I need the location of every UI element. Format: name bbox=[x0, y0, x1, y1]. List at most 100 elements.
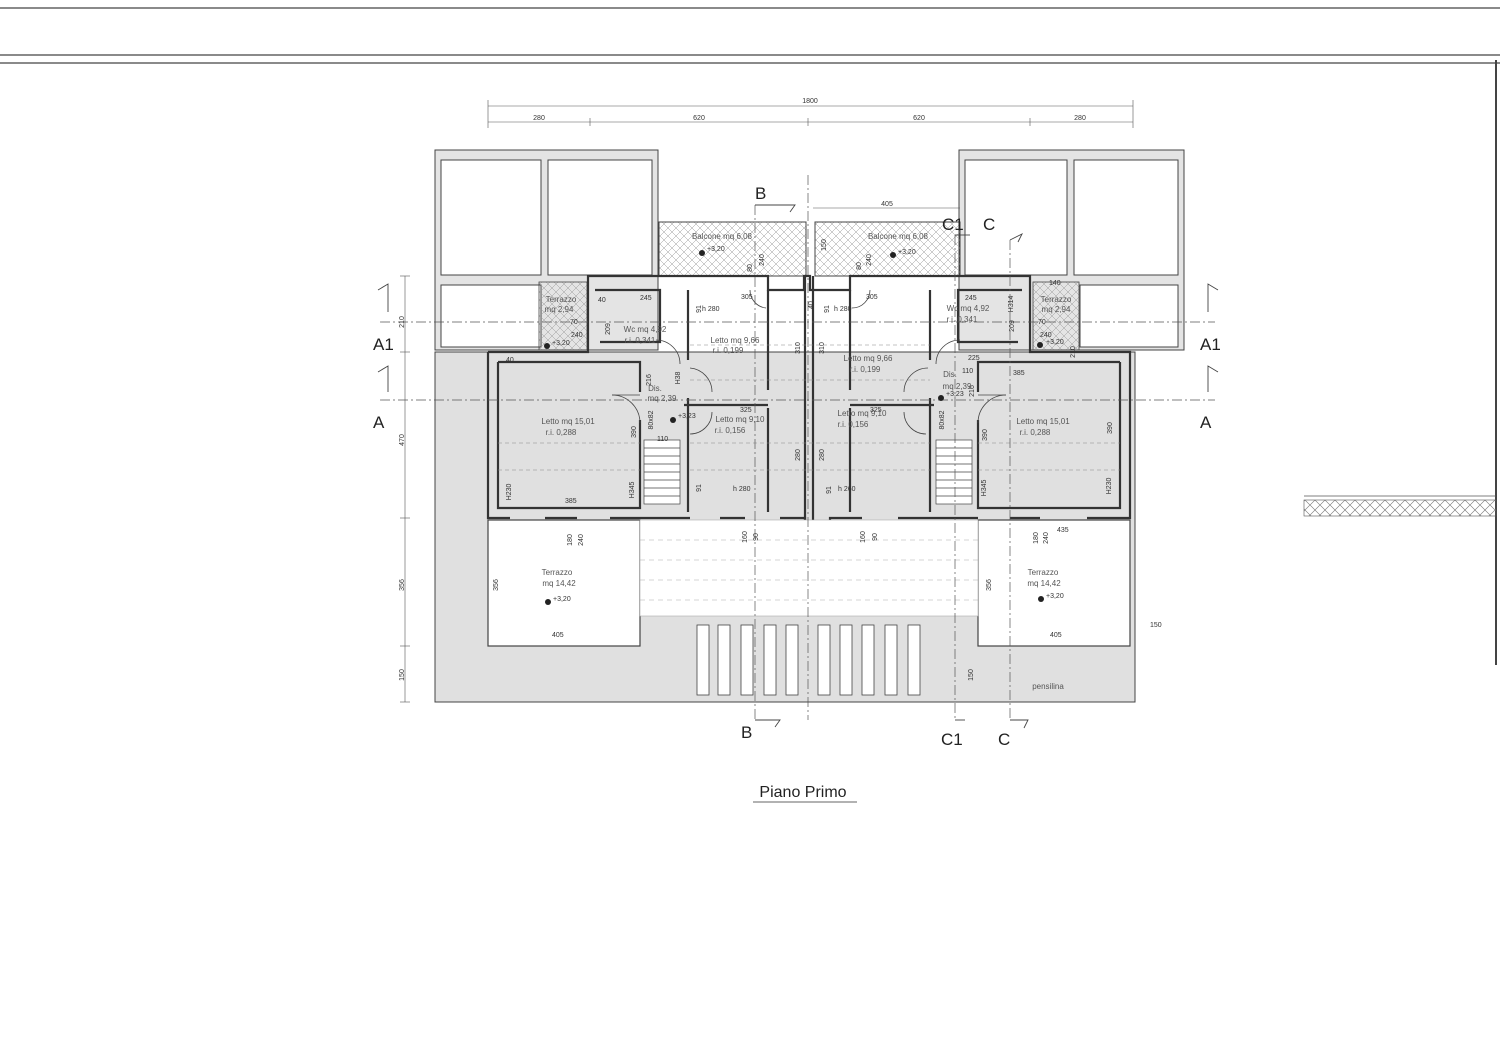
level-balcone-left: +3,20 bbox=[707, 246, 725, 253]
level-markers: +3,20 +3,20 +3,20 +3,20 +3,23 +3,23 +3,2… bbox=[544, 246, 1064, 605]
dim-80-vr: 80 bbox=[856, 262, 863, 270]
room-terrazzo-small-left-area: mq 2,94 bbox=[545, 305, 574, 314]
dim-405-l: 405 bbox=[552, 632, 564, 639]
dim-620-right: 620 bbox=[913, 115, 925, 122]
sheet-frame bbox=[0, 7, 1500, 64]
dim-40-l2: 40 bbox=[506, 357, 514, 364]
h280-r: h 280 bbox=[834, 306, 852, 313]
room-letto910-left-ri: r.i. 0,156 bbox=[715, 426, 746, 435]
room-letto966-left: Letto mq 9,66 bbox=[711, 336, 760, 345]
dim-356-v: 356 bbox=[399, 579, 406, 591]
room-terrazzo-big-right-area: mq 14,42 bbox=[1027, 579, 1061, 588]
dim-90-vl: 90 bbox=[753, 533, 760, 541]
dim-405-top: 405 bbox=[881, 201, 893, 208]
dim-91-vr1: 91 bbox=[824, 305, 831, 313]
h345-r: H345 bbox=[981, 480, 988, 497]
level-terr-small-right: +3,20 bbox=[1046, 339, 1064, 346]
stairs bbox=[643, 439, 973, 505]
dim-240-vbr: 240 bbox=[1043, 532, 1050, 544]
dim-70-l: 70 bbox=[570, 319, 578, 326]
dim-390-vr2: 390 bbox=[1107, 422, 1114, 434]
section-b-bottom: B bbox=[741, 723, 752, 742]
dim-150-v: 150 bbox=[399, 669, 406, 681]
room-letto1501-left-ri: r.i. 0,288 bbox=[546, 428, 577, 437]
dim-435-r: 435 bbox=[1057, 527, 1069, 534]
dim-280-left: 280 bbox=[533, 115, 545, 122]
r8082-l: 80x82 bbox=[648, 410, 655, 429]
dim-390-vl: 390 bbox=[631, 426, 638, 438]
dim-240-vbl: 240 bbox=[578, 534, 585, 546]
room-letto910-right: Letto mq 9,10 bbox=[838, 409, 887, 418]
parking-stalls bbox=[696, 624, 921, 696]
dim-160-vl: 160 bbox=[742, 531, 749, 543]
dim-240-l: 240 bbox=[571, 332, 583, 339]
h280-l: h 280 bbox=[702, 306, 720, 313]
h345-l: H345 bbox=[629, 482, 636, 499]
room-dis-right-area: mq 2,39 bbox=[943, 382, 972, 391]
dim-240-vr: 240 bbox=[866, 254, 873, 266]
dim-total: 1800 bbox=[802, 98, 818, 105]
dim-70-r: 70 bbox=[1038, 319, 1046, 326]
dim-240-vl: 240 bbox=[759, 254, 766, 266]
h314-r: H314 bbox=[1008, 296, 1015, 313]
dim-245-l: 245 bbox=[640, 295, 652, 302]
balconies bbox=[538, 221, 1080, 351]
level-terr-big-right: +3,20 bbox=[1046, 593, 1064, 600]
level-balcone-right: +3,20 bbox=[898, 249, 916, 256]
section-letters: A1 A A1 A B B C1 C C1 C bbox=[373, 184, 1221, 749]
room-wc-right: Wc mq 4,92 bbox=[947, 304, 990, 313]
dim-91-vl1: 91 bbox=[696, 305, 703, 313]
dimension-lines bbox=[400, 100, 1134, 703]
dim-325-l: 325 bbox=[740, 407, 752, 414]
section-a1-right: A1 bbox=[1200, 335, 1221, 354]
dim-40-vc: 40 bbox=[808, 301, 815, 309]
room-wc-right-ri: r.i. 0,341 bbox=[947, 315, 978, 324]
section-markers bbox=[377, 204, 1219, 729]
level-terr-small-left: +3,20 bbox=[552, 340, 570, 347]
section-b-top: B bbox=[755, 184, 766, 203]
dim-356-vtr: 356 bbox=[986, 579, 993, 591]
dim-405-r: 405 bbox=[1050, 632, 1062, 639]
dim-180-vr: 180 bbox=[1033, 532, 1040, 544]
level-dis-left: +3,23 bbox=[678, 413, 696, 420]
dim-180-vl: 180 bbox=[567, 534, 574, 546]
pensilina-label: pensilina bbox=[1032, 682, 1064, 691]
room-terrazzo-small-left: Terrazzo bbox=[546, 295, 577, 304]
section-c-bottom: C bbox=[998, 730, 1010, 749]
h230-l: H230 bbox=[506, 484, 513, 501]
dim-216-vr: 216 bbox=[969, 385, 976, 397]
dim-150-r: 150 bbox=[1150, 622, 1162, 629]
room-dis-left-area: mq 2,39 bbox=[648, 394, 677, 403]
pergola-frames bbox=[440, 159, 1179, 348]
room-dis-left: Dis. bbox=[648, 384, 662, 393]
dim-305-r: 305 bbox=[866, 294, 878, 301]
dim-40-l: 40 bbox=[598, 297, 606, 304]
dim-470-v: 470 bbox=[399, 434, 406, 446]
dim-385-r-top: 385 bbox=[1013, 370, 1025, 377]
h260-l: h 280 bbox=[733, 486, 751, 493]
terrace-guides bbox=[640, 539, 978, 601]
room-letto1501-left: Letto mq 15,01 bbox=[541, 417, 595, 426]
dim-356-vtl: 356 bbox=[493, 579, 500, 591]
dim-620-left: 620 bbox=[693, 115, 705, 122]
dim-280-vr: 280 bbox=[819, 449, 826, 461]
dim-310-vr: 310 bbox=[819, 342, 826, 354]
room-letto1501-right: Letto mq 15,01 bbox=[1016, 417, 1070, 426]
vertical-dimension-labels: 210 470 356 150 240 80 150 80 240 91 91 … bbox=[399, 239, 1114, 681]
room-letto1501-right-ri: r.i. 0,288 bbox=[1020, 428, 1051, 437]
room-letto966-right: Letto mq 9,66 bbox=[844, 354, 893, 363]
dim-245-r: 245 bbox=[965, 295, 977, 302]
door-swings bbox=[611, 289, 1007, 435]
dim-305-l: 305 bbox=[741, 294, 753, 301]
section-c1-top: C1 bbox=[942, 215, 964, 234]
room-wc-left-ri: r.i. 0,341 bbox=[625, 336, 656, 345]
dim-280-right: 280 bbox=[1074, 115, 1086, 122]
section-c-top: C bbox=[983, 215, 995, 234]
dim-150-vbr: 150 bbox=[968, 669, 975, 681]
dim-240-r: 240 bbox=[1040, 332, 1052, 339]
section-a-right: A bbox=[1200, 413, 1212, 432]
building-walls bbox=[486, 274, 1132, 550]
section-a-left: A bbox=[373, 413, 385, 432]
room-terrazzo-small-right-area: mq 2,94 bbox=[1042, 305, 1071, 314]
